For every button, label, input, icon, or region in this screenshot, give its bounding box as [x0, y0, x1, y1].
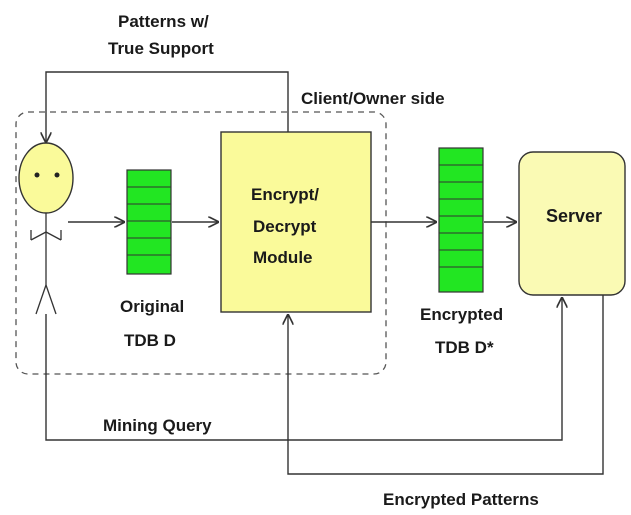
mining-query-arrow [45, 298, 562, 441]
patterns-label-line2: True Support [108, 39, 214, 58]
encrypted-database-icon [438, 147, 484, 293]
encrypted-db-label-line1: Encrypted [420, 305, 503, 324]
client-owner-boundary [15, 111, 387, 375]
original-db-label-line1: Original [120, 297, 184, 316]
mining-query-label: Mining Query [103, 416, 212, 435]
client-side-label: Client/Owner side [301, 89, 445, 108]
encrypted-patterns-label: Encrypted Patterns [383, 490, 539, 509]
original-db-label-line2: TDB D [124, 331, 176, 350]
patterns-true-support-arrow [46, 71, 289, 142]
module-label-line3: Module [253, 248, 313, 267]
encrypted-patterns-arrow [288, 295, 604, 475]
module-label-line2: Decrypt [253, 217, 317, 236]
server-box [518, 151, 626, 296]
encrypt-decrypt-module [220, 131, 372, 313]
patterns-label-line1: Patterns w/ [118, 12, 209, 31]
original-database-icon [126, 169, 172, 275]
encrypted-db-label-line2: TDB D* [435, 338, 494, 357]
module-label-line1: Encrypt/ [251, 185, 319, 204]
server-label: Server [546, 206, 602, 226]
user-icon [18, 142, 74, 315]
